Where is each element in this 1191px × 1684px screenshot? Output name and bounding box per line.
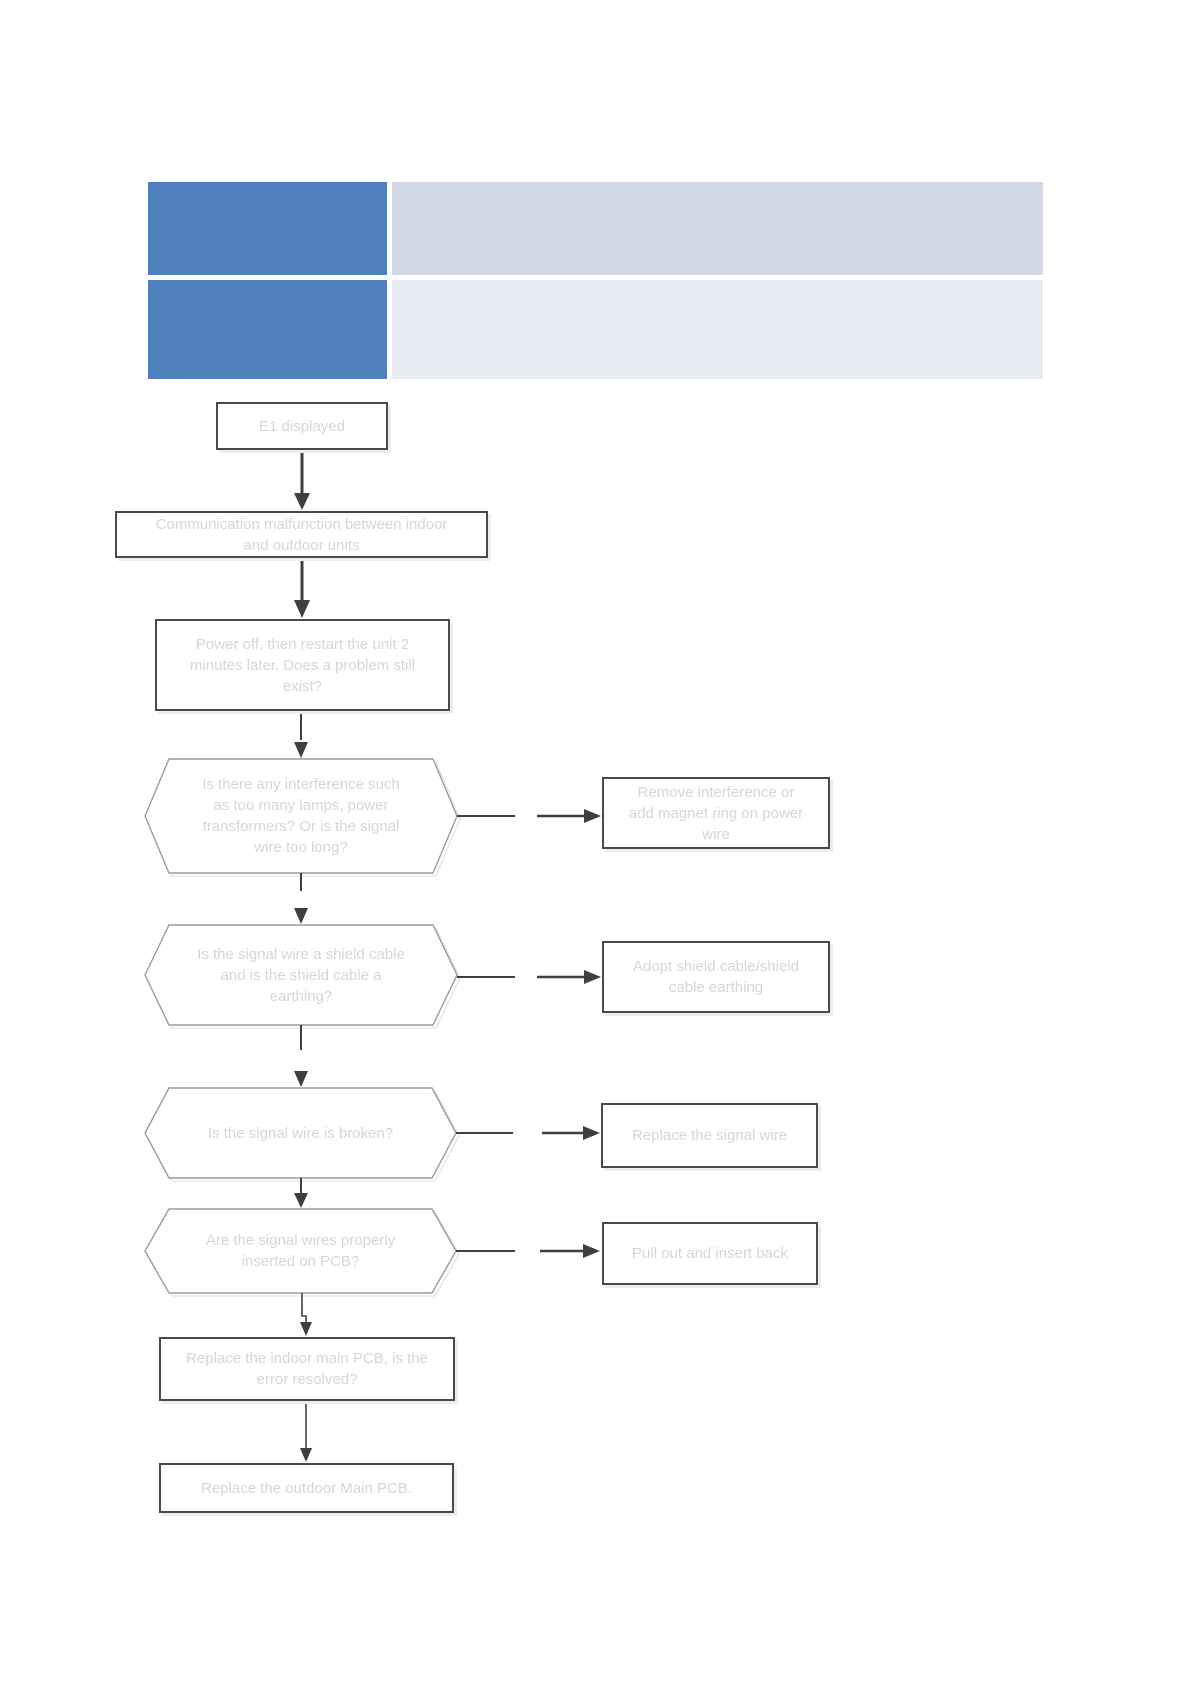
arrowhead-shield-to-remedy [584, 970, 601, 984]
node-pull-out-insert-back-label: Pull out and insert back [632, 1245, 788, 1262]
arrowhead-interference-to-shield [294, 908, 308, 924]
table-row2-body-cell [392, 280, 1043, 379]
node-replace-outdoor-pcb: Replace the outdoor Main PCB. [159, 1463, 454, 1513]
arrowhead-malfunction-to-poweroff [294, 600, 310, 618]
node-adopt-shield-cable: Adopt shield cable/shield cable earthing [602, 941, 830, 1013]
arrowhead-inserted-to-indoor [300, 1322, 312, 1336]
node-shield-cable-question: Is the signal wire a shield cable and is… [145, 925, 457, 1025]
arrowhead-shield-to-broken [294, 1071, 308, 1087]
node-replace-signal-wire: Replace the signal wire [601, 1103, 818, 1168]
decision-hexagon-shield-cable [144, 924, 458, 1026]
node-wire-broken-question-label: Is the signal wire is broken? [207, 1124, 394, 1142]
arrowhead-poweroff-to-interference [294, 742, 308, 758]
arrowhead-inserted-to-remedy [583, 1244, 600, 1258]
node-power-off-restart-label: Power off, then restart the unit 2 minut… [189, 635, 416, 695]
node-adopt-shield-cable-label: Adopt shield cable/shield cable earthing [633, 958, 799, 996]
node-replace-signal-wire-label: Replace the signal wire [631, 1127, 788, 1144]
node-replace-indoor-pcb: Replace the indoor main PCB, is the erro… [159, 1337, 455, 1401]
node-replace-indoor-pcb-label: Replace the indoor main PCB, is the erro… [186, 1350, 428, 1388]
arrowhead-interference-to-remedy [584, 809, 601, 823]
node-pull-out-insert-back: Pull out and insert back [602, 1222, 818, 1285]
node-communication-malfunction: Communication malfunction between indoor… [115, 511, 488, 558]
node-wire-broken-question: Is the signal wire is broken? [145, 1088, 456, 1178]
table-row1-body-cell [392, 182, 1043, 275]
connector-inserted-to-indoor [301, 1293, 307, 1322]
node-replace-outdoor-pcb-label: Replace the outdoor Main PCB. [201, 1479, 412, 1497]
table-row2-header-cell [148, 280, 387, 379]
node-wires-inserted-question: Are the signal wires properly inserted o… [145, 1209, 456, 1293]
node-remove-interference-label: Remove interference or add magnet ring o… [628, 783, 804, 843]
node-communication-malfunction-label: Communication malfunction between indoor… [155, 515, 448, 554]
node-e1-displayed-label: E1 displayed [259, 417, 345, 435]
arrowhead-broken-to-remedy [583, 1126, 600, 1140]
node-interference-question-label: Is there any interference such as too ma… [202, 776, 400, 856]
node-wires-inserted-question-label: Are the signal wires properly inserted o… [205, 1232, 396, 1270]
arrowhead-start-to-malfunction [294, 493, 310, 510]
node-interference-question: Is there any interference such as too ma… [145, 759, 457, 873]
node-power-off-restart: Power off, then restart the unit 2 minut… [155, 619, 450, 711]
node-e1-displayed: E1 displayed [216, 402, 388, 450]
node-shield-cable-question-label: Is the signal wire a shield cable and is… [197, 945, 405, 1005]
table-row1-header-cell [148, 182, 387, 275]
arrowhead-broken-to-inserted [294, 1193, 308, 1208]
arrowhead-indoor-to-outdoor [300, 1448, 312, 1462]
node-remove-interference: Remove interference or add magnet ring o… [602, 777, 830, 849]
